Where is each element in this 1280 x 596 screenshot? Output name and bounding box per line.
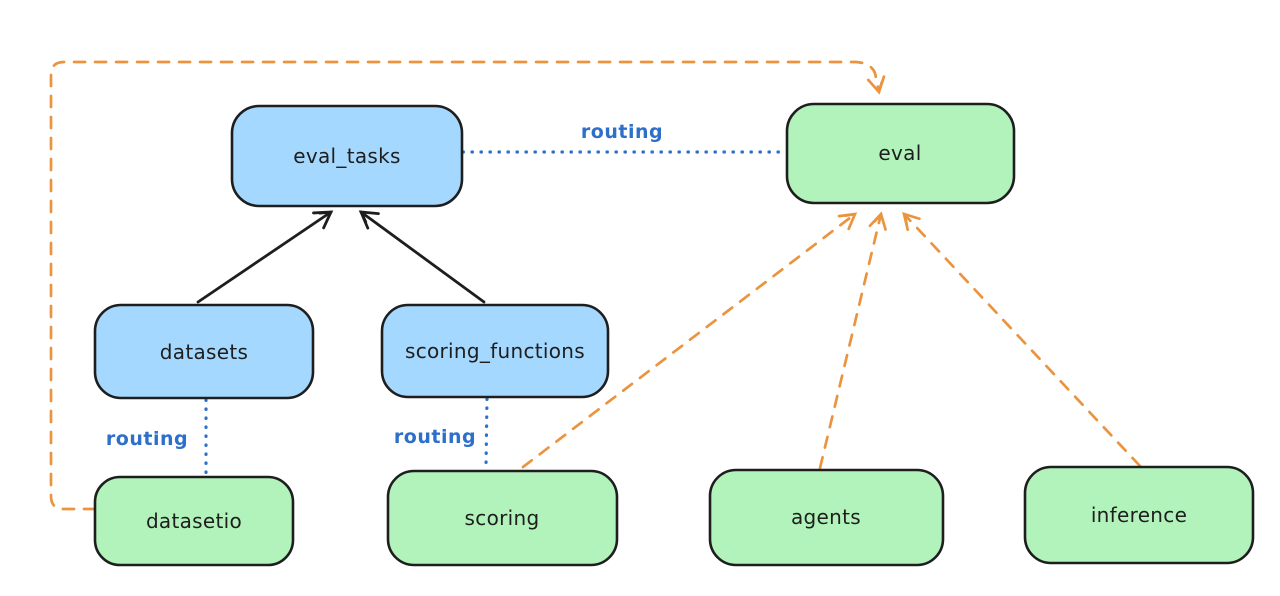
- node-scoring: scoring: [386, 469, 619, 567]
- edges-layer: routing routing routing: [49, 60, 1142, 511]
- node-datasetio-box: [93, 475, 295, 567]
- node-agents-label: agents: [791, 505, 861, 529]
- node-inference: inference: [1023, 465, 1255, 565]
- edge-datasetio-to-eval: [49, 60, 886, 511]
- node-eval-tasks: eval_tasks: [230, 104, 464, 208]
- node-eval-box: [785, 102, 1016, 205]
- node-scoring-label: scoring: [465, 506, 540, 530]
- node-scoring-functions-label: scoring_functions: [405, 339, 585, 363]
- node-eval-tasks-box: [230, 104, 464, 208]
- edge-label-routing-top: routing: [581, 121, 663, 143]
- node-agents-box: [708, 468, 945, 567]
- edge-agents-to-eval: [818, 211, 887, 470]
- edge-scoring-functions-to-eval-tasks: [358, 210, 486, 304]
- node-agents: agents: [708, 468, 945, 567]
- edge-inference-to-eval: [902, 212, 1142, 468]
- node-datasets: datasets: [93, 303, 315, 400]
- edge-scoring-to-eval: [521, 212, 858, 469]
- node-scoring-functions-box: [380, 303, 610, 399]
- edge-label-routing-datasetio: routing: [106, 428, 188, 450]
- node-inference-box: [1023, 465, 1255, 565]
- node-datasetio-label: datasetio: [146, 509, 242, 533]
- node-inference-label: inference: [1091, 503, 1187, 527]
- node-datasetio: datasetio: [93, 475, 295, 567]
- node-scoring-functions: scoring_functions: [380, 303, 610, 399]
- edge-label-routing-scoring: routing: [394, 426, 476, 448]
- edge-datasets-to-eval-tasks: [196, 210, 334, 304]
- node-eval: eval: [785, 102, 1016, 205]
- node-eval-tasks-label: eval_tasks: [293, 144, 400, 168]
- node-eval-label: eval: [878, 141, 921, 165]
- node-datasets-box: [93, 303, 315, 400]
- edge-scoring-functions-to-scoring: [484, 397, 489, 469]
- node-datasets-label: datasets: [160, 340, 248, 364]
- nodes-layer: eval_tasks eval datasets scoring_functio…: [93, 102, 1255, 567]
- node-scoring-box: [386, 469, 619, 567]
